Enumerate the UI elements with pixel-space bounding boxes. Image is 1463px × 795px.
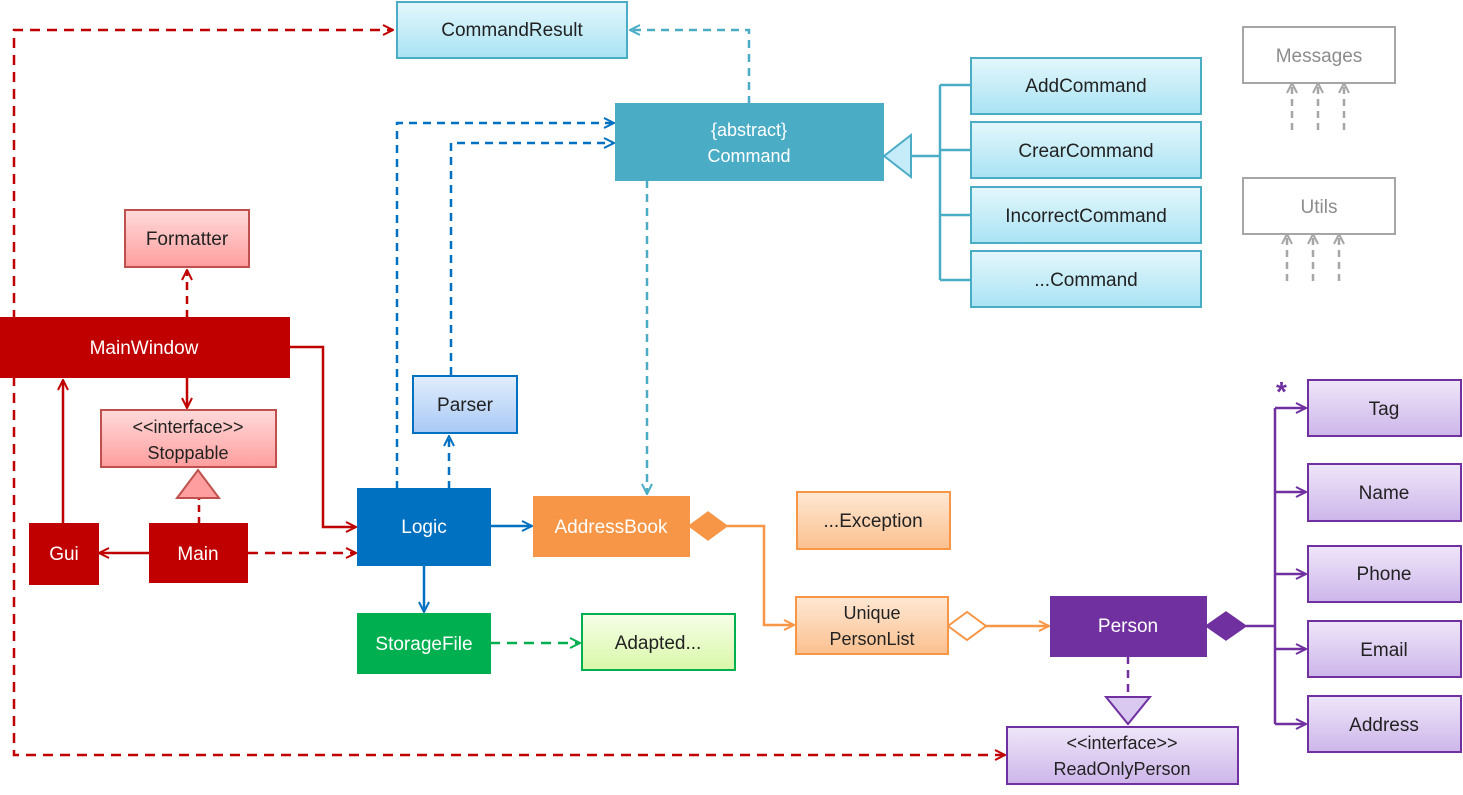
edge-mainwindow-to-logic bbox=[289, 345, 356, 527]
edge-ui-to-read-only-person bbox=[12, 376, 1005, 755]
node-parser-label: Parser bbox=[437, 395, 494, 416]
node-formatter-label: Formatter bbox=[146, 229, 229, 250]
node-address[interactable]: Address bbox=[1307, 695, 1462, 753]
node-main-window-label: MainWindow bbox=[90, 338, 199, 359]
edge-command-subclasses-tree bbox=[911, 83, 970, 282]
node-tag[interactable]: Tag bbox=[1307, 379, 1462, 437]
node-storage-file[interactable]: StorageFile bbox=[357, 613, 491, 674]
node-name[interactable]: Name bbox=[1307, 463, 1462, 522]
person-composition-diamond bbox=[1204, 611, 1248, 641]
node-person[interactable]: Person bbox=[1050, 596, 1207, 657]
node-messages-label: Messages bbox=[1276, 46, 1363, 67]
node-email-label: Email bbox=[1360, 640, 1408, 661]
node-main-window[interactable]: MainWindow bbox=[0, 317, 290, 378]
node-adapted[interactable]: Adapted... bbox=[581, 613, 736, 671]
tag-multiplicity: * bbox=[1276, 376, 1287, 407]
edge-command-to-command-result bbox=[630, 30, 751, 104]
node-utils-label: Utils bbox=[1301, 197, 1338, 218]
node-gui-label: Gui bbox=[49, 544, 79, 565]
stoppable-realization-triangle bbox=[175, 468, 221, 499]
node-name-label: Name bbox=[1359, 483, 1410, 504]
node-add-command[interactable]: AddCommand bbox=[970, 57, 1202, 115]
node-person-label: Person bbox=[1098, 616, 1158, 637]
node-command-label: Command bbox=[707, 146, 790, 166]
node-email[interactable]: Email bbox=[1307, 620, 1462, 678]
read-only-person-realization-triangle bbox=[1103, 696, 1153, 726]
node-add-command-label: AddCommand bbox=[1025, 76, 1146, 97]
node-command-stereotype: {abstract} bbox=[711, 120, 787, 140]
edge-person-attribute-trunk bbox=[1246, 408, 1277, 724]
node-phone-label: Phone bbox=[1357, 564, 1412, 585]
node-formatter[interactable]: Formatter bbox=[124, 209, 250, 268]
node-incorrect-command-label: IncorrectCommand bbox=[1005, 206, 1167, 227]
node-stoppable-label: Stoppable bbox=[147, 443, 228, 463]
node-parser[interactable]: Parser bbox=[412, 375, 518, 434]
node-exception[interactable]: ...Exception bbox=[796, 491, 951, 550]
node-exception-label: ...Exception bbox=[823, 511, 922, 532]
node-crear-command-label: CrearCommand bbox=[1018, 141, 1153, 162]
node-phone[interactable]: Phone bbox=[1307, 545, 1462, 603]
node-read-only-person[interactable]: <<interface>> ReadOnlyPerson bbox=[1006, 726, 1239, 785]
edge-ui-to-command-result bbox=[12, 30, 393, 320]
node-stoppable-stereotype: <<interface>> bbox=[132, 417, 243, 437]
node-command[interactable]: {abstract} Command bbox=[615, 103, 884, 181]
node-unique-person-list[interactable]: Unique PersonList bbox=[795, 596, 949, 655]
node-unique-person-list-line1: Unique bbox=[843, 603, 900, 623]
addressbook-composition-diamond bbox=[687, 511, 729, 541]
node-incorrect-command[interactable]: IncorrectCommand bbox=[970, 186, 1202, 244]
node-command-result[interactable]: CommandResult bbox=[396, 1, 628, 59]
edge-addressbook-to-unique-person-list bbox=[727, 524, 794, 625]
node-etc-command[interactable]: ...Command bbox=[970, 250, 1202, 308]
node-read-only-person-label: ReadOnlyPerson bbox=[1053, 759, 1190, 779]
node-main[interactable]: Main bbox=[149, 523, 248, 583]
node-logic-label: Logic bbox=[401, 517, 446, 538]
node-command-result-label: CommandResult bbox=[441, 20, 583, 41]
connectors: * bbox=[12, 30, 1344, 755]
node-address-label: Address bbox=[1349, 715, 1419, 736]
node-read-only-person-stereotype: <<interface>> bbox=[1066, 733, 1177, 753]
node-etc-command-label: ...Command bbox=[1034, 270, 1137, 291]
command-generalization-triangle bbox=[882, 132, 912, 180]
node-adapted-label: Adapted... bbox=[615, 633, 702, 654]
node-stoppable[interactable]: <<interface>> Stoppable bbox=[100, 409, 277, 468]
node-utils[interactable]: Utils bbox=[1242, 177, 1396, 235]
node-address-book[interactable]: AddressBook bbox=[533, 496, 690, 557]
node-messages[interactable]: Messages bbox=[1242, 26, 1396, 84]
node-tag-label: Tag bbox=[1369, 399, 1400, 420]
node-logic[interactable]: Logic bbox=[357, 488, 491, 566]
edge-parser-to-command bbox=[449, 143, 614, 375]
unique-person-list-aggregation-diamond bbox=[946, 610, 988, 642]
node-unique-person-list-line2: PersonList bbox=[829, 629, 914, 649]
node-address-book-label: AddressBook bbox=[554, 517, 668, 538]
node-gui[interactable]: Gui bbox=[29, 523, 99, 585]
node-main-label: Main bbox=[177, 544, 218, 565]
edge-logic-to-command bbox=[395, 123, 614, 489]
node-crear-command[interactable]: CrearCommand bbox=[970, 121, 1202, 179]
node-storage-file-label: StorageFile bbox=[375, 634, 472, 655]
